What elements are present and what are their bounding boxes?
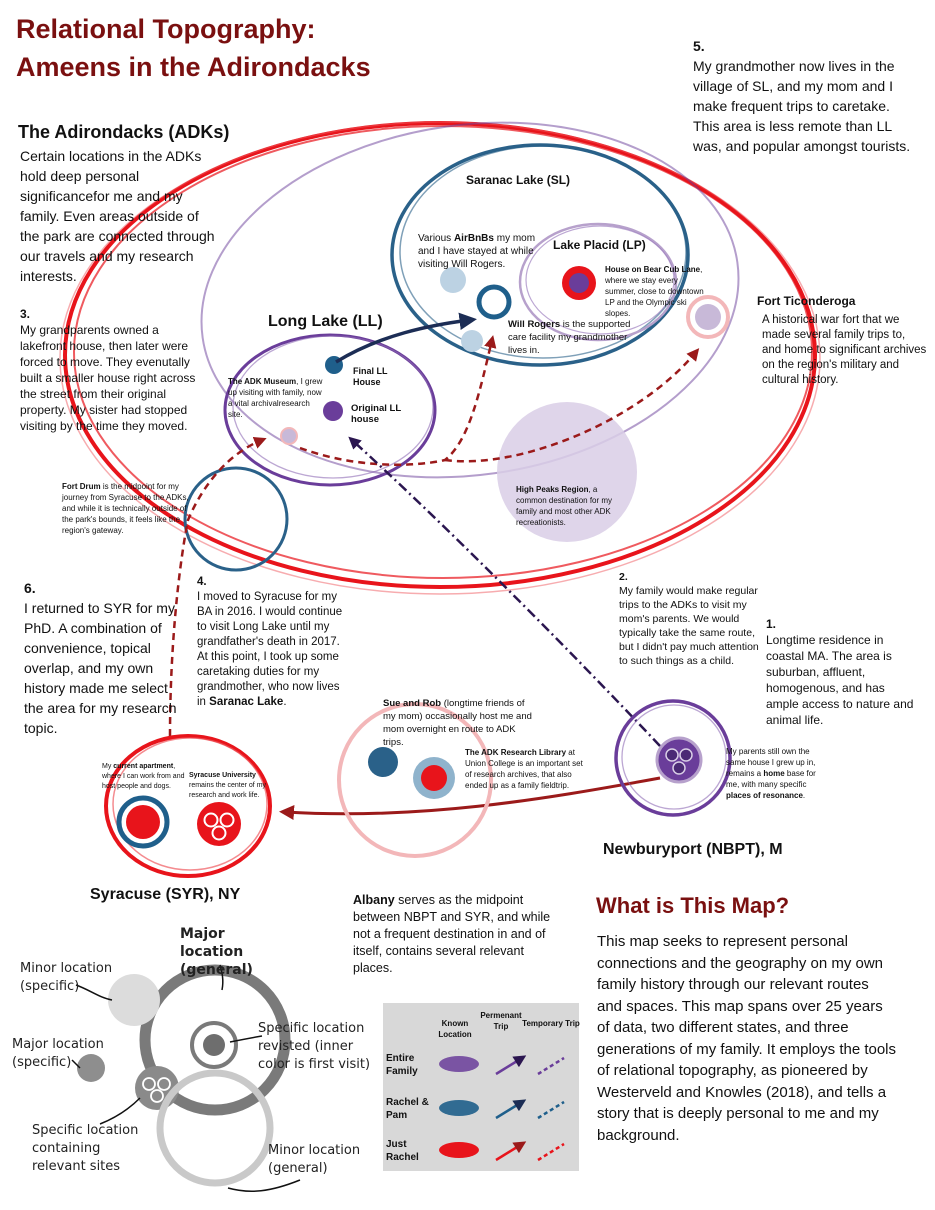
original-ll-house-marker [323, 401, 343, 421]
route-ll-to-sl-dashed [299, 335, 497, 466]
saranac-lake-label: Saranac Lake (SL) [466, 173, 571, 187]
fort-ticonderoga-marker [686, 295, 730, 339]
key-illustration [71, 964, 301, 1193]
will-rogers-note: Will Rogers is the supported care facili… [508, 319, 631, 356]
legend-row-rachel-pam: Rachel & Pam [386, 1097, 429, 1121]
saranac-lake-circle [390, 143, 690, 367]
title-line-2: Ameens in the Adirondacks [16, 52, 371, 82]
note-5: 5. My grandmother now lives in the villa… [693, 36, 918, 156]
note-4-number: 4. [197, 576, 207, 588]
long-lake-label: Long Lake (LL) [268, 313, 383, 330]
long-lake-circle [223, 333, 437, 487]
key-minor-general: Minor location (general) [268, 1143, 361, 1176]
adk-museum-note: The ADK Museum, I grew up visiting with … [228, 377, 323, 419]
nbpt-site-1 [665, 748, 679, 762]
final-ll-house-label: Final LL House [353, 366, 388, 387]
note-2: 2. My family would make regular trips to… [619, 570, 767, 668]
key-minor-specific: Minor location (specific) [20, 961, 113, 994]
what-is-this-map-heading: What is This Map? [596, 893, 790, 918]
sue-rob-note: Sue and Rob (longtime friends of my mom)… [383, 698, 532, 748]
what-is-this-map-text: This map seeks to represent personal con… [597, 933, 897, 1144]
note-6: 6. I returned to SYR for my PhD. A combi… [24, 578, 179, 738]
key-revisited: Specific location revisted (inner color … [258, 1021, 371, 1072]
syracuse-circle [104, 734, 272, 878]
note-3-text: My grandparents owned a lakefront house,… [20, 323, 196, 433]
note-2-text: My family would make regular trips to th… [619, 585, 759, 667]
key-major-specific: Major location (specific) [12, 1037, 104, 1070]
su-site-1 [203, 812, 219, 828]
high-peaks-region-marker [497, 402, 637, 542]
syr-university-note: Syracuse University remains the center o… [189, 772, 267, 799]
lake-placid-label: Lake Placid (LP) [553, 238, 646, 252]
adk-description: Certain locations in the ADKs hold deep … [20, 148, 215, 284]
syracuse-label: Syracuse (SYR), NY [90, 886, 241, 903]
high-peaks-note: High Peaks Region, a common destination … [516, 485, 613, 527]
adk-heading: The Adirondacks (ADKs) [18, 122, 230, 142]
title-line-1: Relational Topography: [16, 14, 316, 44]
note-1-number: 1. [766, 617, 777, 631]
route-to-ticonderoga-dashed [444, 348, 700, 463]
su-site-3 [211, 825, 227, 841]
note-1: 1. Longtime residence in coastal MA. The… [766, 616, 918, 728]
newburyport-circle [614, 699, 732, 817]
note-6-number: 6. [24, 580, 36, 596]
syr-apartment-note: My current apartment, where I can work f… [102, 763, 185, 790]
original-ll-house-label: Original LL house [351, 403, 401, 425]
legend-col-temporary: Temporary Trip [522, 1019, 580, 1028]
route-nbpt-to-syr [279, 776, 661, 821]
note-5-number: 5. [693, 38, 705, 54]
adk-library-inner [421, 765, 447, 791]
nbpt-site-2 [679, 748, 693, 762]
albany-note: Albany serves as the midpoint between NB… [353, 893, 551, 975]
fort-ticonderoga-label: Fort Ticonderoga [757, 294, 856, 308]
route-sl-to-ll-navy [335, 312, 477, 364]
lake-placid-circle [518, 222, 678, 342]
syr-apartment-inner [126, 805, 160, 839]
legend-col-known: Known Location [438, 1019, 472, 1039]
will-rogers-marker [476, 284, 512, 320]
newburyport-label: Newburyport (NBPT), M [603, 841, 783, 858]
key-containing: Specific location containing relevant si… [32, 1123, 139, 1174]
airbnb-note: Various AirBnBs my mom and I have stayed… [418, 233, 536, 270]
syr-apartment-marker [116, 795, 170, 849]
page-title: Relational Topography: Ameens in the Adi… [16, 10, 536, 86]
legend-row-just-rachel: Just Rachel [386, 1139, 419, 1163]
airbnb-marker-1 [440, 267, 466, 293]
route-fortdrum-dashed [168, 436, 267, 737]
airbnb-marker-2 [461, 330, 483, 352]
note-2-number: 2. [619, 571, 628, 583]
note-6-text: I returned to SYR for my PhD. A combinat… [24, 600, 177, 736]
fort-drum-note: Fort Drum is the midpoint for my journey… [62, 482, 189, 535]
key-major-general: Major location (general) [180, 926, 253, 978]
nbpt-note: My parents still own the same house I gr… [726, 747, 816, 800]
legend-panel [383, 1003, 579, 1171]
note-3: 3. My grandparents owned a lakefront hou… [20, 306, 200, 434]
legend-col-permanent: Permenant Trip [480, 1011, 522, 1031]
note-3-number: 3. [20, 307, 31, 321]
fort-ticonderoga-note: A historical war fort that we made sever… [762, 314, 927, 386]
su-site-2 [219, 812, 235, 828]
fort-ticonderoga-inner [695, 304, 721, 330]
adk-museum-marker [280, 427, 298, 445]
adk-region-circle [59, 121, 821, 595]
bear-cub-note: House on Bear Cub Lane, where we stay ev… [605, 265, 704, 318]
albany-circle [337, 702, 493, 858]
sue-rob-marker [368, 747, 398, 777]
note-5-text: My grandmother now lives in the village … [693, 58, 911, 154]
route-nbpt-to-ll-dashdot [348, 436, 661, 747]
legend-row-entire-family: Entire Family [386, 1053, 418, 1077]
note-1-text: Longtime residence in coastal MA. The ar… [766, 633, 914, 727]
adk-library-note: The ADK Research Library at Union Colleg… [465, 748, 583, 790]
nbpt-site-3 [672, 761, 686, 775]
syracuse-university-marker [197, 802, 241, 846]
nbpt-home-marker [655, 736, 703, 784]
fort-drum-circle [183, 466, 289, 572]
note-4: 4. I moved to Syracuse for my BA in 2016… [197, 575, 347, 710]
bear-cub-house-inner [569, 273, 589, 293]
